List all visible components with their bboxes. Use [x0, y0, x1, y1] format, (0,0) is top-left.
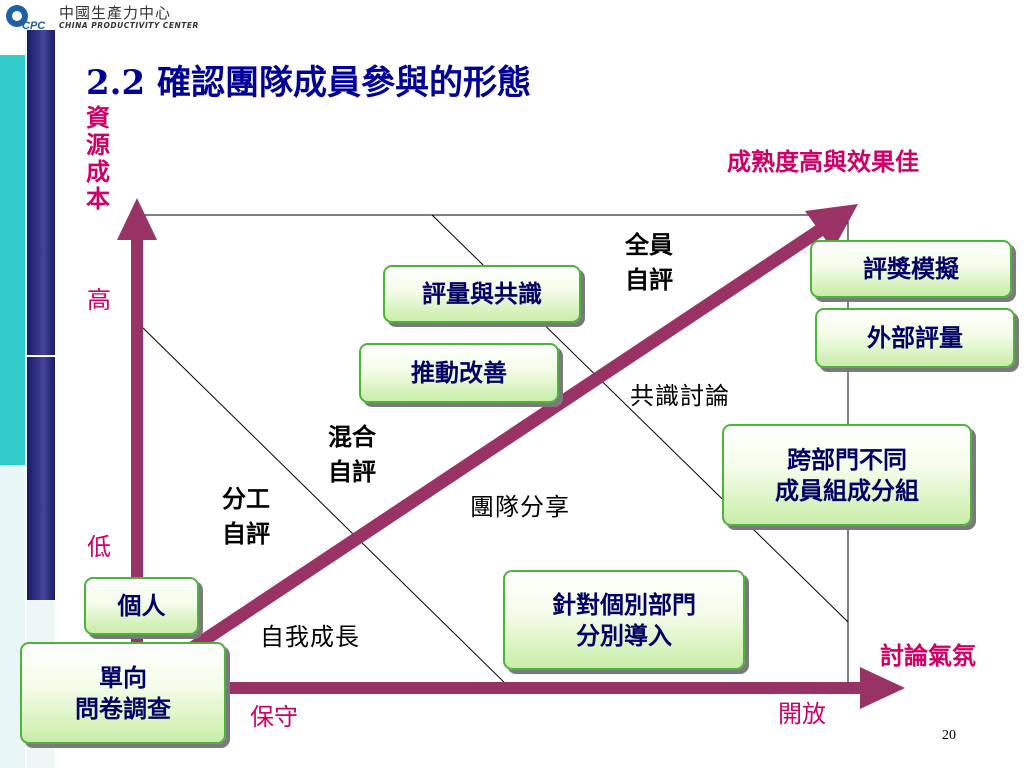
diagonal-arrow	[137, 204, 858, 688]
left-stripe-dark-bottom	[27, 357, 55, 600]
logo-chinese-name: 中國生產力中心	[59, 4, 172, 22]
box-improve-text: 推動改善	[411, 358, 507, 388]
cpc-logo-icon: CPC	[6, 5, 46, 32]
box-survey: 單向 問卷調查	[20, 642, 226, 744]
left-stripe-teal-bottom	[0, 225, 25, 465]
x-axis-low-label: 保守	[250, 703, 298, 731]
box-external: 外部評量	[815, 308, 1015, 368]
y-axis-high-label: 高	[87, 286, 111, 314]
stage-mixed-line2: 自評	[328, 456, 376, 486]
x-axis-high-label: 開放	[778, 700, 826, 728]
stage-division-line1: 分工	[222, 484, 270, 513]
y-axis-title: 資源成本	[86, 103, 110, 213]
box-dept: 針對個別部門 分別導入	[503, 570, 745, 670]
zone-consensus: 共識討論	[630, 382, 730, 410]
stage-mixed: 混合 自評	[328, 420, 376, 490]
box-personal-text: 個人	[117, 591, 166, 621]
left-stripe-teal-top	[0, 55, 25, 225]
box-cross-dept-line2: 成員組成分組	[775, 476, 919, 505]
logo-english-name: CHINA PRODUCTIVITY CENTER	[59, 21, 199, 30]
box-cross-dept-line1: 跨部門不同	[787, 444, 907, 474]
zone-self-growth: 自我成長	[260, 623, 360, 651]
x-axis-title: 討論氣氛	[880, 641, 976, 670]
svg-text:CPC: CPC	[22, 20, 46, 32]
y-axis-arrow	[117, 198, 157, 688]
stage-all: 全員 自評	[625, 228, 673, 298]
box-award-text: 評獎模擬	[863, 254, 959, 284]
stage-division-line2: 自評	[222, 518, 270, 548]
zone-team-share: 團隊分享	[470, 493, 570, 521]
box-improve: 推動改善	[359, 343, 559, 403]
box-consensus-eval-text: 評量與共識	[422, 279, 542, 309]
stage-division: 分工 自評	[222, 482, 270, 552]
cpc-logo: CPC 中國生產力中心 CHINA PRODUCTIVITY CENTER	[4, 0, 214, 40]
box-survey-line2: 問卷調查	[75, 694, 171, 723]
page-number: 20	[942, 728, 956, 743]
box-dept-line1: 針對個別部門	[552, 589, 696, 619]
box-dept-line2: 分別導入	[576, 621, 672, 650]
left-stripe-dark-top	[27, 30, 55, 355]
stage-all-line2: 自評	[625, 264, 673, 294]
stage-all-line1: 全員	[625, 230, 673, 259]
y-axis-low-label: 低	[87, 533, 111, 561]
box-cross-dept: 跨部門不同 成員組成分組	[722, 424, 972, 526]
diagonal-label: 成熟度高與效果佳	[727, 147, 919, 176]
page-title: 2.2 確認團隊成員參與的形態	[86, 63, 531, 103]
x-axis-arrow	[137, 667, 905, 709]
box-personal: 個人	[84, 577, 199, 635]
box-survey-line1: 單向	[99, 662, 147, 692]
box-award: 評獎模擬	[810, 240, 1012, 298]
stage-mixed-line1: 混合	[328, 422, 376, 451]
box-external-text: 外部評量	[867, 323, 963, 353]
box-consensus-eval: 評量與共識	[383, 265, 581, 323]
zone-divider-1	[139, 324, 511, 689]
